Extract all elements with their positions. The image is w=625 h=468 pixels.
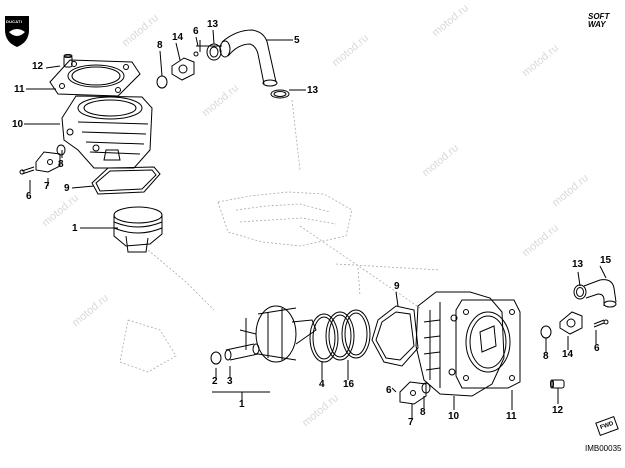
- bottom-circlip: [210, 351, 222, 365]
- bottom-dowel-pin: [550, 379, 565, 389]
- callout: 9: [64, 183, 70, 194]
- top-coolant-hose: [219, 29, 278, 87]
- callout: 11: [14, 84, 25, 95]
- callout: 7: [408, 417, 414, 428]
- softway-line2: WAY: [588, 20, 606, 29]
- top-head-gasket: [49, 59, 141, 97]
- bottom-piston: [239, 305, 317, 363]
- bottom-union-fitting: [559, 311, 609, 335]
- bottom-oring-left: [421, 382, 431, 394]
- callout: 7: [44, 181, 50, 192]
- bottom-oring-right: [540, 325, 552, 339]
- callout: 13: [572, 259, 584, 270]
- top-oring-right: [156, 75, 168, 89]
- callout: 15: [600, 255, 612, 266]
- bottom-hose-clamp: [573, 284, 587, 300]
- callout: 6: [193, 26, 199, 37]
- callout: 4: [319, 379, 325, 390]
- callout: 8: [420, 407, 426, 418]
- ducati-shield-logo: [5, 16, 29, 47]
- callout: 10: [448, 411, 460, 422]
- bottom-piston-pin: [224, 343, 260, 361]
- top-base-gasket: [91, 166, 161, 195]
- bottom-piston-rings: [309, 309, 371, 363]
- callout: 8: [58, 159, 64, 170]
- logo-text: DUCATI: [6, 19, 23, 24]
- image-code: IMB00035: [585, 444, 622, 453]
- crankcase-ghost: [119, 99, 441, 373]
- top-cover-plate: [19, 151, 61, 175]
- callout: 11: [506, 411, 517, 422]
- callout: 1: [72, 223, 78, 234]
- callout: 6: [26, 191, 32, 202]
- bottom-cylinder: [415, 291, 505, 397]
- top-piston: [113, 206, 163, 253]
- top-hose-clamp: [206, 43, 222, 61]
- callout: 8: [157, 40, 163, 51]
- top-hose-clamp-lower: [270, 89, 290, 99]
- callout: 5: [294, 35, 300, 46]
- callout: 1: [239, 399, 245, 410]
- bottom-cover-plate: [399, 381, 427, 405]
- softway-line1: SOFT: [588, 12, 610, 21]
- callout: 14: [172, 32, 184, 43]
- callout: 12: [32, 61, 44, 72]
- callout: 16: [343, 379, 355, 390]
- callout: 9: [394, 281, 400, 292]
- softway-logo: SOFT WAY: [588, 13, 609, 29]
- callout: 8: [543, 351, 549, 362]
- callout: 10: [12, 119, 24, 130]
- callout: 13: [307, 85, 319, 96]
- top-dowel-pin: [63, 54, 73, 68]
- bottom-coolant-hose: [583, 279, 617, 308]
- callout: 6: [594, 343, 600, 354]
- callout: 14: [562, 349, 574, 360]
- callout: 2: [212, 376, 218, 387]
- top-oring-left: [56, 144, 66, 156]
- callout: 12: [552, 405, 564, 416]
- bottom-head-gasket: [455, 299, 521, 389]
- callout: 6: [386, 385, 392, 396]
- top-cylinder: [61, 95, 153, 169]
- callout: 3: [227, 376, 233, 387]
- bottom-base-gasket: [371, 305, 419, 367]
- callout: 13: [207, 19, 219, 30]
